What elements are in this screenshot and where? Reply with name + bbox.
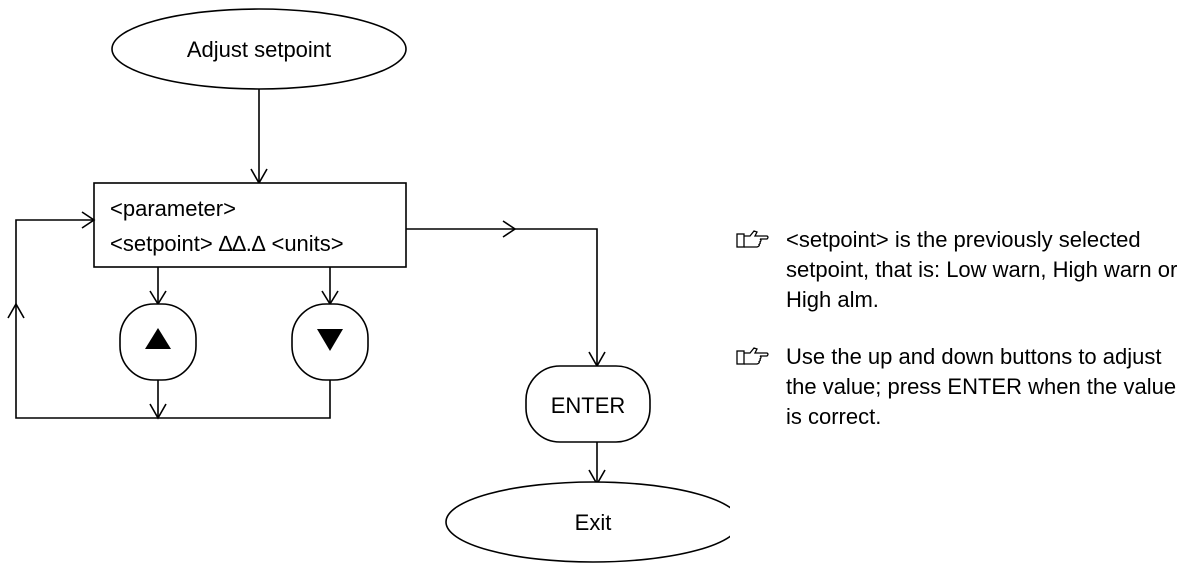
down-arrow-icon bbox=[317, 329, 343, 351]
down-button[interactable] bbox=[291, 303, 369, 381]
arrow-enter-to-exit bbox=[588, 442, 606, 486]
pointing-hand-icon bbox=[736, 342, 786, 371]
arrow-start-to-display bbox=[250, 89, 268, 185]
exit-node: Exit bbox=[445, 481, 730, 563]
exit-label: Exit bbox=[575, 510, 612, 535]
start-label: Adjust setpoint bbox=[187, 37, 331, 62]
enter-label: ENTER bbox=[551, 393, 626, 418]
display-line-parameter: <parameter> bbox=[110, 196, 236, 221]
arrow-up-to-loop bbox=[149, 380, 167, 420]
enter-button[interactable]: ENTER bbox=[525, 365, 651, 443]
note-buttons-text: Use the up and down buttons to adjust th… bbox=[786, 344, 1177, 429]
note-setpoint: <setpoint> is the previously selected se… bbox=[736, 225, 1186, 315]
pointing-hand-icon bbox=[736, 225, 786, 254]
start-node: Adjust setpoint bbox=[111, 8, 407, 90]
up-arrow-icon bbox=[145, 328, 171, 349]
setpoint-flowchart: Adjust setpoint <parameter> <setpoint> ∆… bbox=[7, 8, 730, 563]
arrow-display-to-enter bbox=[406, 220, 606, 368]
note-setpoint-text: <setpoint> is the previously selected se… bbox=[786, 227, 1178, 312]
up-button[interactable] bbox=[119, 303, 197, 381]
loop-back-line bbox=[7, 211, 331, 419]
arrow-display-to-down bbox=[321, 267, 339, 306]
note-buttons: Use the up and down buttons to adjust th… bbox=[736, 342, 1186, 432]
display-line-setpoint: <setpoint> ∆∆.∆ <units> bbox=[110, 231, 344, 256]
arrow-display-to-up bbox=[149, 267, 167, 306]
display-box: <parameter> <setpoint> ∆∆.∆ <units> bbox=[93, 182, 407, 268]
